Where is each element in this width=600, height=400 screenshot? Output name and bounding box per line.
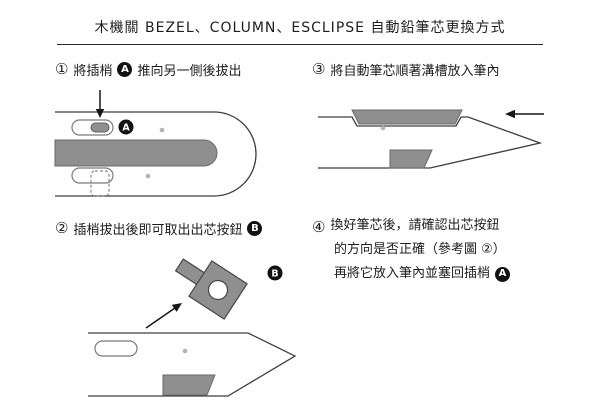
step2-caption: ② 插梢拔出後即可取出出芯按鈕 B: [55, 219, 263, 238]
step1-illustration: A: [54, 90, 257, 197]
bottom-pin-slot: [71, 167, 114, 184]
diagram-badge-a-label: A: [122, 123, 130, 134]
advance-button-part: [174, 258, 248, 320]
step4-number-icon: ④: [312, 217, 326, 236]
step1-caption: ① 將插梢 A 推向另一側後拔出: [55, 60, 242, 80]
page-title: 木機關 BEZEL、COLUMN、ESCLIPSE 自動鉛筆芯更換方式: [94, 20, 506, 36]
diagram-badge-b-label: B: [271, 269, 278, 280]
pencil-side-outline: [318, 116, 543, 169]
step1-text-post: 推向另一側後拔出: [137, 64, 242, 79]
step1-text-pre: 將插梢: [73, 64, 113, 79]
pencil-body-outline: [88, 332, 297, 397]
step3-number-icon: ③: [312, 60, 326, 78]
pin-removed-dashed: [90, 170, 110, 197]
step4-line2: 的方向是否正確（參考圖 ②）: [312, 238, 510, 262]
screw-dot: [145, 173, 151, 179]
step4-text2: 的方向是否正確（參考圖 ②）: [334, 242, 506, 257]
badge-a-icon: A: [117, 62, 133, 77]
pin-piece: [90, 122, 110, 133]
screw-dot: [182, 348, 188, 354]
pin-slot: [94, 340, 138, 357]
button-hole: [207, 279, 229, 301]
step4-text1: 換好筆芯後，請確認出芯按鈕: [330, 218, 500, 233]
step1-number-icon: ①: [55, 60, 69, 78]
badge-b-icon: B: [247, 221, 263, 236]
push-arrow-head-icon: [95, 109, 105, 118]
step3-illustration: [318, 109, 544, 169]
diagram-badge-a-icon: [118, 119, 134, 135]
insert-arrow-head-icon: [505, 109, 515, 119]
screw-dot: [380, 125, 386, 131]
step4-caption: ④ 換好筆芯後，請確認出芯按鈕 的方向是否正確（參考圖 ②） 再將它放入筆內並塞…: [312, 214, 511, 286]
step4-text3: 再將它放入筆內並塞回插梢: [334, 266, 491, 281]
diagram-badge-b-icon: [267, 265, 283, 281]
grip-part: [162, 374, 216, 396]
grip-part: [389, 149, 433, 169]
remove-arrow-head-icon: [171, 303, 182, 312]
lead-channel: [54, 139, 218, 167]
step3-caption: ③ 將自動筆芯順著溝槽放入筆內: [312, 60, 500, 80]
step4-line1: ④ 換好筆芯後，請確認出芯按鈕: [312, 214, 510, 238]
badge-a2-icon: A: [495, 266, 511, 282]
screw-dot: [159, 127, 165, 133]
step2-illustration: B: [88, 258, 297, 397]
step2-number-icon: ②: [55, 219, 69, 237]
groove-insert-part: [351, 109, 463, 125]
remove-arrow-icon: [145, 307, 176, 329]
step4-line3: 再將它放入筆內並塞回插梢 A: [312, 262, 511, 286]
step2-text: 插梢拔出後即可取出出芯按鈕: [73, 223, 243, 238]
step3-text: 將自動筆芯順著溝槽放入筆內: [330, 64, 500, 79]
title-divider: [57, 44, 543, 45]
